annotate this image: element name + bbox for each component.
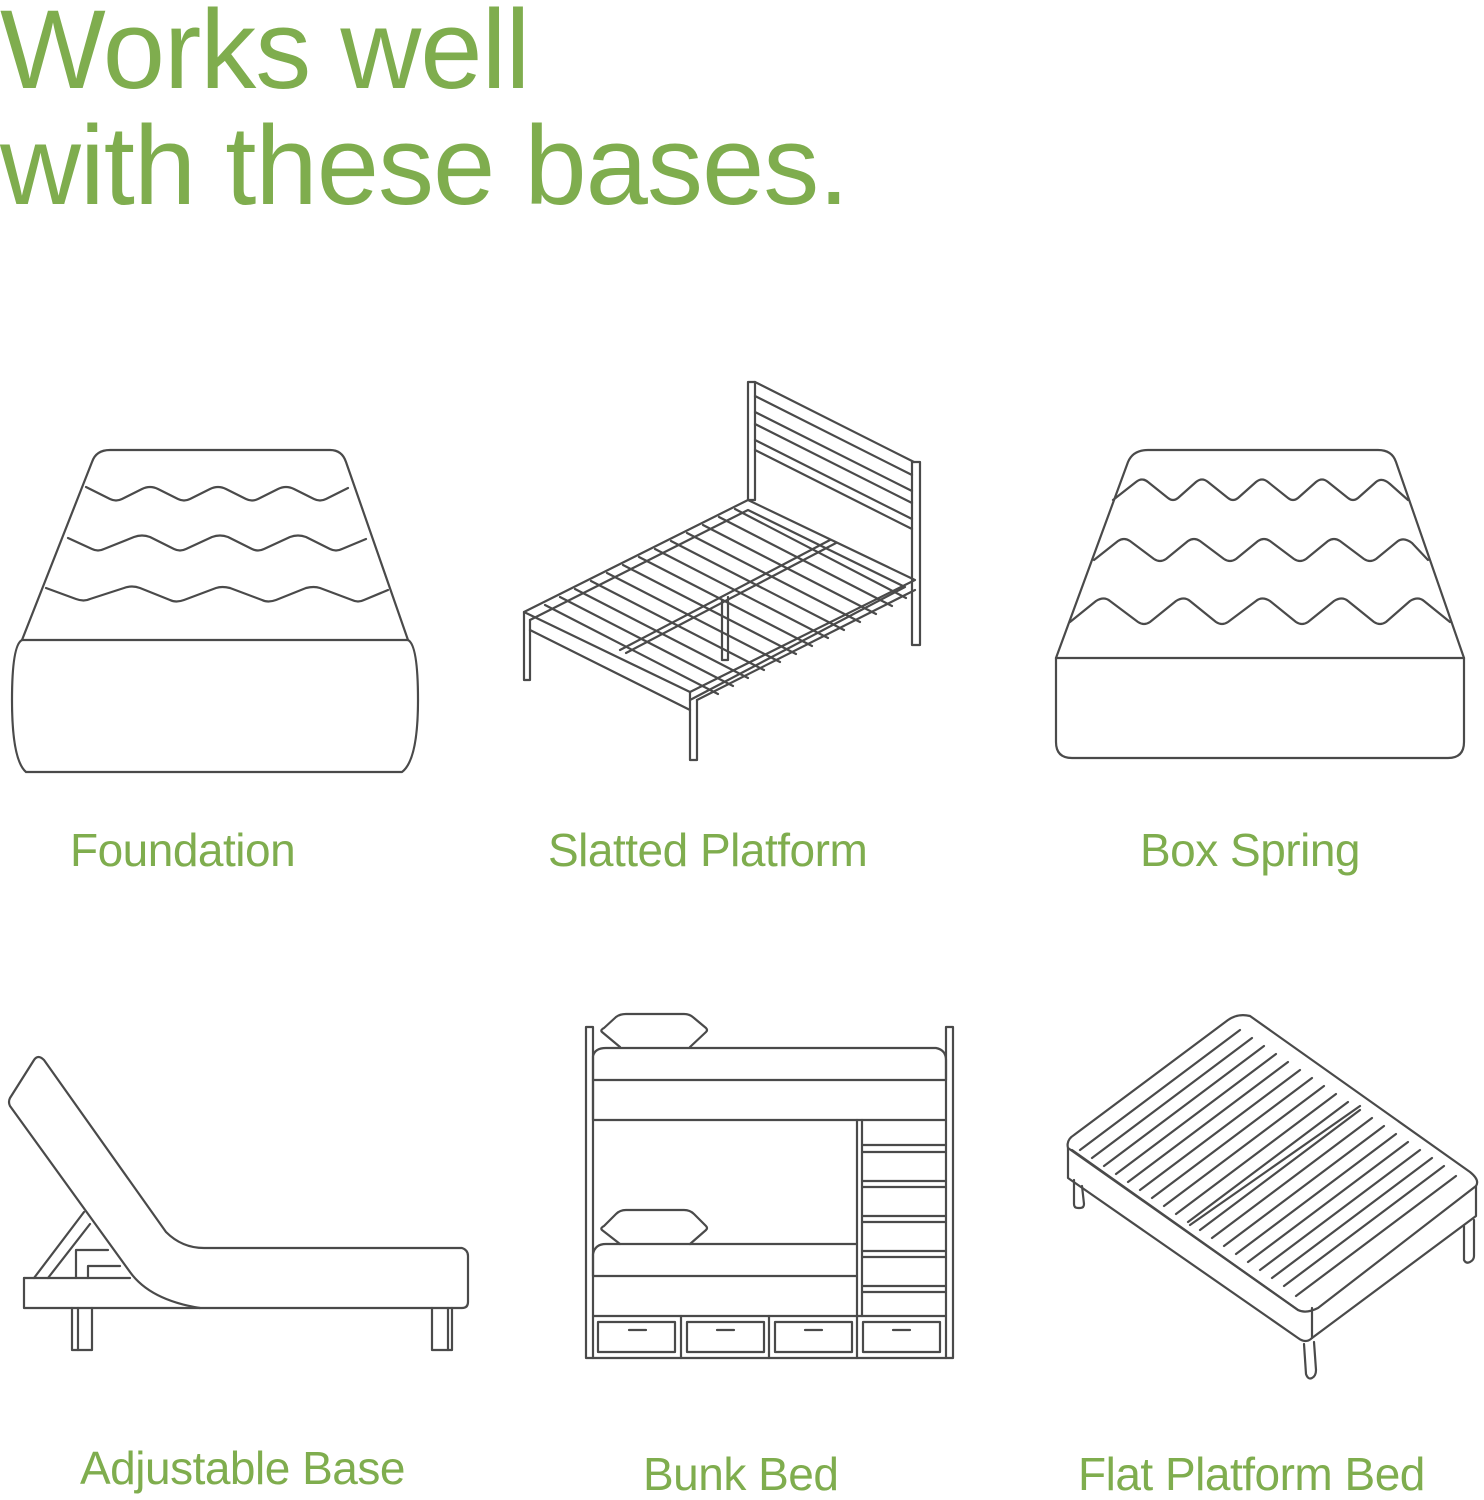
base-label-bunk-bed: Bunk Bed bbox=[643, 1448, 839, 1500]
base-label-adjustable-base: Adjustable Base bbox=[80, 1442, 405, 1494]
base-label-foundation: Foundation bbox=[70, 824, 296, 876]
headline-line-2: with these bases. bbox=[0, 103, 849, 228]
base-label-flat-platform-bed: Flat Platform Bed bbox=[1078, 1448, 1425, 1500]
base-label-slatted-platform: Slatted Platform bbox=[548, 824, 868, 876]
headline-line-1: Works well bbox=[0, 0, 530, 112]
base-label-box-spring: Box Spring bbox=[1140, 824, 1361, 876]
page-title: Works well with these bases. bbox=[0, 0, 849, 228]
